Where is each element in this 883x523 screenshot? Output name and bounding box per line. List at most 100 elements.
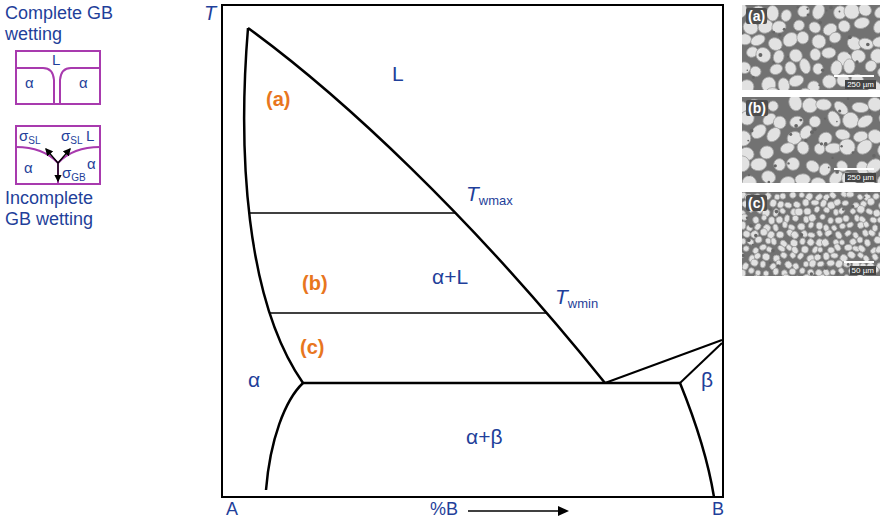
grain bbox=[849, 207, 857, 215]
grain bbox=[742, 90, 749, 91]
grain bbox=[816, 229, 824, 237]
pore bbox=[824, 142, 828, 146]
grain bbox=[761, 252, 771, 261]
grain bbox=[763, 270, 769, 276]
grain bbox=[867, 229, 876, 238]
grain bbox=[839, 223, 846, 230]
grain bbox=[871, 253, 880, 262]
scale-bar bbox=[844, 261, 874, 263]
pore bbox=[789, 133, 792, 136]
grain bbox=[799, 193, 804, 198]
micrograph: (c) 50 µm bbox=[742, 192, 880, 276]
force-arrow bbox=[58, 149, 70, 163]
solidus-line bbox=[244, 28, 303, 383]
micrograph: (a)250 µm bbox=[742, 5, 880, 90]
grain bbox=[818, 273, 827, 276]
pore bbox=[797, 6, 799, 8]
grain bbox=[766, 5, 778, 21]
grain bbox=[828, 192, 837, 200]
pore bbox=[787, 56, 789, 58]
grain bbox=[844, 229, 853, 237]
grain bbox=[821, 47, 836, 59]
grain bbox=[873, 236, 880, 244]
pore bbox=[818, 21, 822, 25]
grain bbox=[779, 193, 786, 200]
grain bbox=[877, 111, 880, 129]
grain bbox=[807, 232, 815, 238]
phase-label: α bbox=[24, 159, 33, 176]
phase-label: α bbox=[25, 74, 34, 91]
grain bbox=[764, 125, 783, 145]
schematic-frame bbox=[16, 126, 100, 184]
grain bbox=[742, 175, 757, 183]
pore bbox=[810, 130, 814, 134]
wetting-schematic: Complete GB wettingLαα bbox=[15, 50, 101, 105]
grain bbox=[749, 122, 769, 142]
grain bbox=[875, 140, 880, 160]
grain bbox=[742, 78, 756, 90]
panel-letter: (c) bbox=[746, 195, 767, 211]
phase-label: α bbox=[248, 368, 260, 392]
grain bbox=[797, 123, 814, 141]
scale-bar-label: 50 µm bbox=[850, 266, 876, 275]
pore bbox=[836, 121, 838, 123]
region-letter: (a) bbox=[266, 88, 290, 111]
pore bbox=[824, 266, 828, 270]
grain bbox=[742, 155, 750, 172]
grain bbox=[777, 244, 786, 252]
pore bbox=[838, 109, 841, 112]
grain bbox=[784, 201, 793, 209]
liquidus-line bbox=[248, 28, 605, 383]
grain bbox=[802, 198, 809, 206]
grain bbox=[760, 228, 768, 236]
pore bbox=[828, 167, 830, 169]
pore bbox=[820, 142, 823, 145]
grain bbox=[827, 30, 842, 45]
pore bbox=[749, 224, 753, 228]
grain bbox=[816, 260, 824, 267]
pore bbox=[752, 244, 754, 246]
grain bbox=[809, 116, 820, 128]
grain bbox=[812, 62, 824, 75]
grain bbox=[834, 276, 843, 277]
micrograph-matrix bbox=[742, 192, 880, 276]
grain bbox=[753, 44, 774, 65]
grain bbox=[807, 20, 823, 36]
pore bbox=[794, 124, 798, 128]
pore bbox=[771, 249, 775, 253]
grain bbox=[872, 5, 880, 20]
pore bbox=[775, 210, 779, 214]
interface-line bbox=[16, 68, 54, 104]
grain bbox=[768, 62, 784, 76]
pore bbox=[742, 32, 744, 34]
temperature-label: Twmax bbox=[466, 182, 513, 209]
grain bbox=[791, 214, 799, 222]
pore bbox=[750, 129, 754, 133]
pore bbox=[847, 97, 850, 100]
grain bbox=[843, 5, 861, 20]
grain bbox=[842, 215, 849, 222]
grain bbox=[799, 268, 805, 275]
grain bbox=[772, 223, 779, 231]
grain bbox=[785, 156, 802, 173]
scale-bar bbox=[834, 168, 874, 170]
pore bbox=[818, 84, 820, 86]
pore bbox=[828, 198, 831, 201]
grain bbox=[772, 157, 787, 172]
phase-label: α+L bbox=[432, 265, 468, 289]
grain bbox=[787, 73, 805, 89]
grain bbox=[876, 215, 880, 224]
pore bbox=[806, 8, 808, 10]
grain bbox=[750, 258, 759, 266]
pore bbox=[840, 145, 842, 147]
grain bbox=[765, 87, 781, 90]
grain bbox=[815, 99, 831, 111]
pore bbox=[799, 119, 802, 122]
grain bbox=[834, 230, 843, 240]
grain bbox=[874, 245, 880, 255]
pore bbox=[769, 262, 772, 265]
grain bbox=[742, 252, 744, 259]
pore bbox=[772, 61, 774, 63]
pore bbox=[787, 162, 789, 164]
grain bbox=[806, 237, 816, 247]
